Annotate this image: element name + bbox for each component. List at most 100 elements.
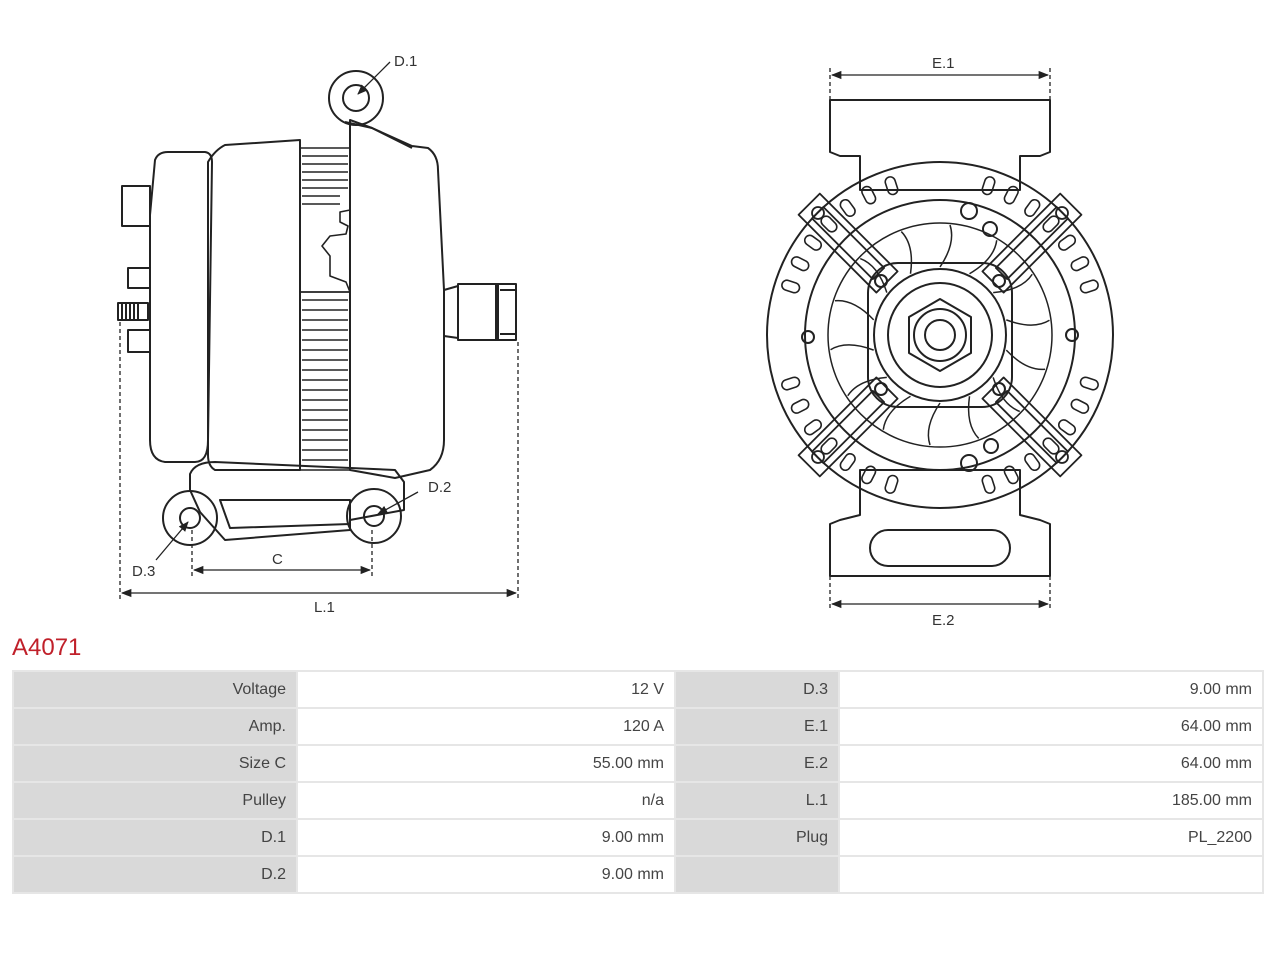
bottom-slot [869, 529, 1011, 567]
shaft [443, 285, 459, 339]
spec-row: D.1 9.00 mm Plug PL_2200 [14, 820, 1262, 855]
stator-fins [299, 147, 351, 471]
front-view [766, 99, 1114, 577]
fan-blade [969, 240, 998, 275]
spec-value: PL_2200 [840, 820, 1262, 855]
spec-value: 9.00 mm [840, 672, 1262, 707]
spec-row: Amp. 120 A E.1 64.00 mm [14, 709, 1262, 744]
spec-value: 9.00 mm [298, 820, 674, 855]
vent-slot [1024, 452, 1041, 472]
vent-slot [1070, 256, 1090, 272]
spec-label: D.2 [14, 857, 296, 892]
spec-row: D.2 9.00 mm [14, 857, 1262, 892]
d1-leader [357, 61, 391, 95]
vent-slot [790, 398, 810, 414]
top-mount-plate [829, 99, 1051, 191]
mount-eye-d1 [328, 70, 384, 126]
d2-leader [377, 491, 419, 515]
spec-label: Voltage [14, 672, 296, 707]
side-dimensions [119, 61, 519, 600]
vent-slot [790, 256, 810, 272]
vent-slot [1079, 376, 1099, 391]
fan-blade [1005, 349, 1046, 371]
front-dimensions [829, 68, 1051, 610]
fan-blade [992, 377, 1021, 413]
fan-blade [1006, 319, 1050, 326]
spec-value: 185.00 mm [840, 783, 1262, 818]
front-disc [766, 161, 1114, 509]
vent-slot [1024, 198, 1041, 218]
fan-blades [827, 222, 1053, 448]
fan-ring [827, 222, 1053, 448]
fan-blade [834, 299, 875, 321]
spec-row: Pulley n/a L.1 185.00 mm [14, 783, 1262, 818]
terminal-top [121, 185, 151, 227]
rear-cover [149, 151, 213, 463]
label-e2: E.2 [932, 612, 955, 629]
label-e1: E.1 [932, 55, 955, 72]
spec-label: D.3 [676, 672, 838, 707]
fan-blade [900, 231, 913, 274]
vent-slot [981, 474, 996, 494]
mount-eye-d2 [346, 488, 402, 544]
vent-slot [1079, 279, 1099, 294]
spec-value: 9.00 mm [298, 857, 674, 892]
vent-slot [884, 474, 899, 494]
terminal-mid [127, 267, 151, 289]
vent-slot [981, 176, 996, 196]
hub-plate [867, 262, 1013, 408]
spec-value: n/a [298, 783, 674, 818]
spec-label: E.1 [676, 709, 838, 744]
pulley-nut [908, 298, 972, 372]
vent-slot [861, 185, 877, 205]
bottom-mount-plate [829, 469, 1051, 577]
fan-blade [939, 224, 953, 268]
spec-label: Amp. [14, 709, 296, 744]
spokes [797, 192, 1083, 478]
spec-value: 64.00 mm [840, 709, 1262, 744]
part-code: A4071 [12, 634, 82, 661]
vent-slot [839, 452, 856, 472]
technical-drawing: D.1 D.2 D.3 C L.1 E.1 E.2 [117, 53, 1114, 629]
spec-value: 64.00 mm [840, 746, 1262, 781]
vent-slot [1057, 419, 1077, 436]
fan-blade [927, 402, 941, 446]
fan-blade [993, 273, 1033, 294]
fan-blade [847, 376, 887, 397]
vent-slots [781, 176, 1099, 494]
vent-slot [1070, 398, 1090, 414]
label-d1: D.1 [394, 53, 417, 70]
vent-slot [1003, 465, 1019, 485]
label-d2: D.2 [428, 479, 451, 496]
vent-slot [803, 419, 823, 436]
spec-label: E.2 [676, 746, 838, 781]
vent-slot [781, 376, 801, 391]
mount-eye-d3 [162, 490, 218, 546]
vent-slot [1057, 234, 1077, 251]
spec-label: L.1 [676, 783, 838, 818]
spec-label: Pulley [14, 783, 296, 818]
hub [873, 268, 1007, 402]
side-view [117, 70, 517, 546]
spec-value: 55.00 mm [298, 746, 674, 781]
spec-row: Voltage 12 V D.3 9.00 mm [14, 672, 1262, 707]
spec-value: 12 V [298, 672, 674, 707]
vent-slot [861, 465, 877, 485]
d3-leader [155, 521, 189, 561]
shaft-end [913, 308, 967, 362]
vent-slot [803, 234, 823, 251]
label-d3: D.3 [132, 563, 155, 580]
fan-blade [882, 395, 911, 430]
vent-slot [884, 176, 899, 196]
terminal-low [127, 329, 151, 353]
label-l1: L.1 [314, 599, 335, 616]
spec-value: 120 A [298, 709, 674, 744]
spec-table: Voltage 12 V D.3 9.00 mm Amp. 120 A E.1 … [12, 670, 1264, 894]
fan-blade [830, 344, 874, 351]
spec-row: Size C 55.00 mm E.2 64.00 mm [14, 746, 1262, 781]
fan-blade [967, 396, 980, 439]
spec-label: Size C [14, 746, 296, 781]
vent-slot [839, 198, 856, 218]
front-housing [349, 119, 445, 479]
shaft-nut [457, 283, 499, 341]
